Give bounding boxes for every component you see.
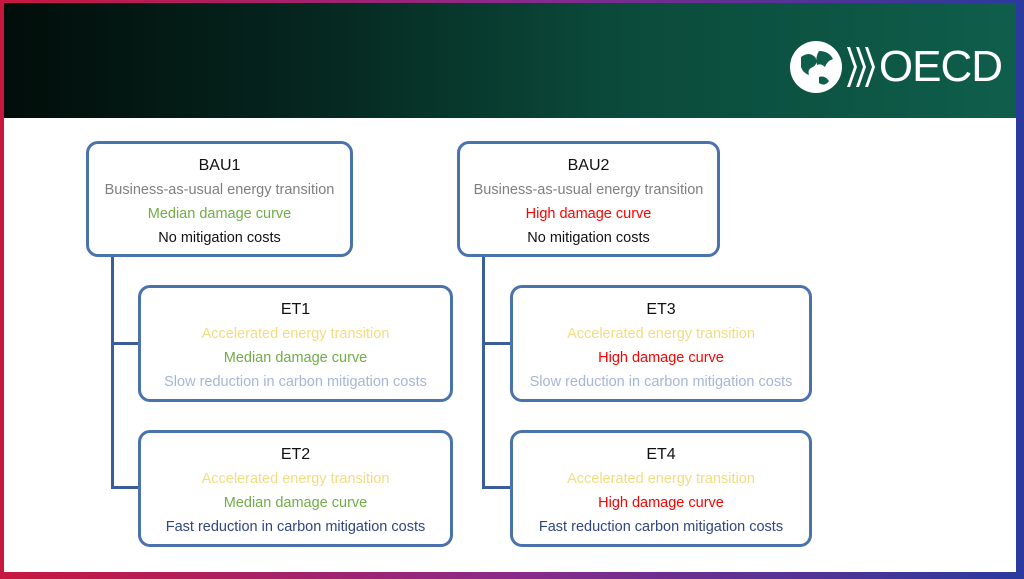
logo-text: OECD [878,42,1003,91]
box-title: BAU2 [567,157,610,174]
connector-et3 [482,342,512,345]
connector-et4 [482,486,512,489]
energy-transition-text: Accelerated energy transition [567,326,755,342]
mitigation-cost-text: Slow reduction in carbon mitigation cost… [164,374,427,390]
box-title: ET3 [646,301,676,318]
mitigation-cost-text: Slow reduction in carbon mitigation cost… [529,374,793,390]
box-et1: ET1 Accelerated energy transition Median… [138,285,453,402]
mitigation-cost-text: No mitigation costs [158,230,281,246]
connector-left-vertical [111,253,114,489]
box-bau2: BAU2 Business-as-usual energy transition… [457,141,720,257]
damage-curve-text: Median damage curve [223,350,368,366]
damage-curve-text: Median damage curve [223,495,368,511]
box-et3: ET3 Accelerated energy transition High d… [510,285,812,402]
box-title: ET2 [280,446,311,463]
box-title: ET1 [280,301,311,318]
energy-transition-text: Business-as-usual energy transition [473,182,704,198]
oecd-logo: OECD [789,39,1003,95]
box-title: BAU1 [198,157,241,174]
connector-et1 [111,342,141,345]
connector-et2 [111,486,141,489]
slide: OECD BAU1 Business-as-usual energy trans… [4,3,1016,572]
connector-right-vertical [482,253,485,489]
mitigation-cost-text: No mitigation costs [527,230,650,246]
globe-icon [789,41,875,93]
mitigation-cost-text: Fast reduction carbon mitigation costs [538,519,784,535]
damage-curve-text: High damage curve [598,350,724,366]
damage-curve-text: Median damage curve [147,206,292,222]
energy-transition-text: Accelerated energy transition [201,326,390,342]
box-title: ET4 [646,446,676,463]
header-banner: OECD [4,3,1016,118]
energy-transition-text: Accelerated energy transition [567,471,755,487]
energy-transition-text: Accelerated energy transition [201,471,390,487]
box-et2: ET2 Accelerated energy transition Median… [138,430,453,547]
box-bau1: BAU1 Business-as-usual energy transition… [86,141,353,257]
damage-curve-text: High damage curve [598,495,724,511]
mitigation-cost-text: Fast reduction in carbon mitigation cost… [165,519,426,535]
box-et4: ET4 Accelerated energy transition High d… [510,430,812,547]
damage-curve-text: High damage curve [525,206,652,222]
energy-transition-text: Business-as-usual energy transition [104,182,335,198]
